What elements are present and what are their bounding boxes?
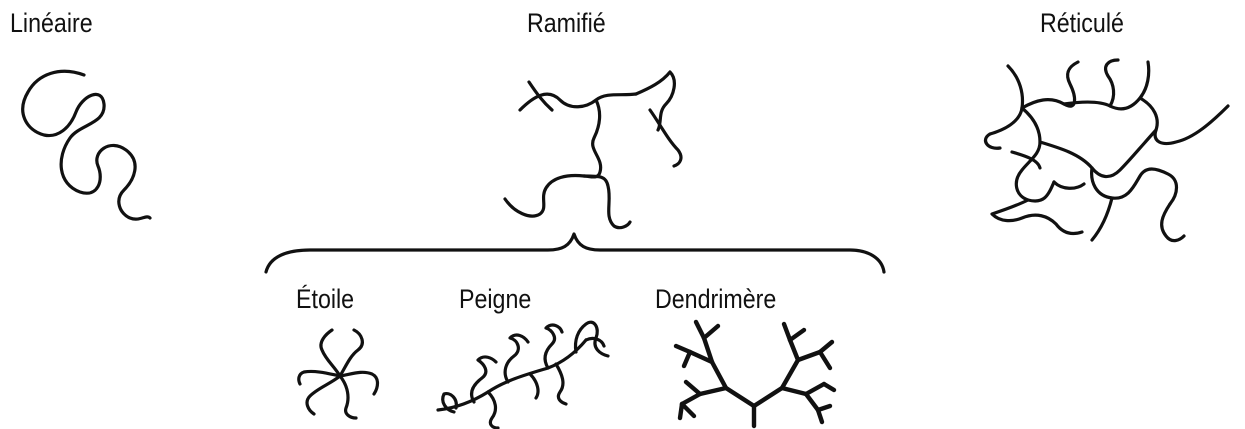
linear-polymer-chain xyxy=(23,71,150,219)
grouping-brace xyxy=(266,234,884,272)
dendrimer xyxy=(676,322,834,426)
branched-polymer xyxy=(505,72,681,228)
star-polymer xyxy=(299,330,378,418)
comb-polymer xyxy=(438,322,608,428)
crosslinked-network xyxy=(985,60,1228,241)
